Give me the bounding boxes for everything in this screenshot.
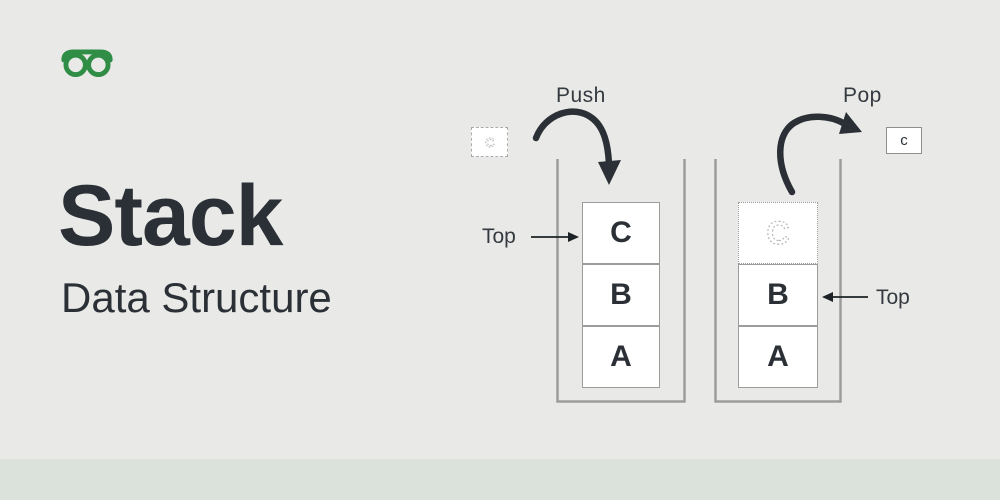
logo-left-ring — [63, 52, 88, 78]
page-subtitle: Data Structure — [61, 274, 332, 321]
popped-item-box: c — [886, 127, 922, 154]
page-title: Stack — [58, 168, 283, 264]
push-arrow-icon — [532, 108, 621, 185]
pop-top-pointer-arrow — [822, 292, 868, 302]
svg-text:C: C — [485, 135, 495, 150]
geeksforgeeks-logo-icon — [61, 49, 113, 78]
pop-stack-cell-bottom: A — [738, 326, 818, 388]
pop-top-pointer-label: Top — [876, 286, 910, 309]
push-top-pointer-label: Top — [482, 225, 516, 248]
pop-stack-cell-top: B — [738, 264, 818, 326]
push-operation-label: Push — [556, 84, 606, 107]
push-top-pointer-arrow — [531, 232, 579, 242]
logo-right-ring — [86, 52, 111, 78]
push-incoming-item-box: C — [471, 127, 508, 157]
push-stack-cell-middle: B — [582, 264, 660, 326]
svg-text:C: C — [766, 215, 789, 251]
footer-strip — [0, 459, 1000, 500]
push-stack-cell-top: C — [582, 202, 660, 264]
dotted-letter: C — [484, 135, 495, 151]
pop-arrow-icon — [777, 112, 862, 196]
logo-top-bar — [61, 49, 113, 63]
push-stack-cell-bottom: A — [582, 326, 660, 388]
pop-operation-label: Pop — [843, 84, 882, 107]
dotted-letter: C — [766, 214, 790, 251]
pop-ghost-cell: C — [738, 202, 818, 264]
